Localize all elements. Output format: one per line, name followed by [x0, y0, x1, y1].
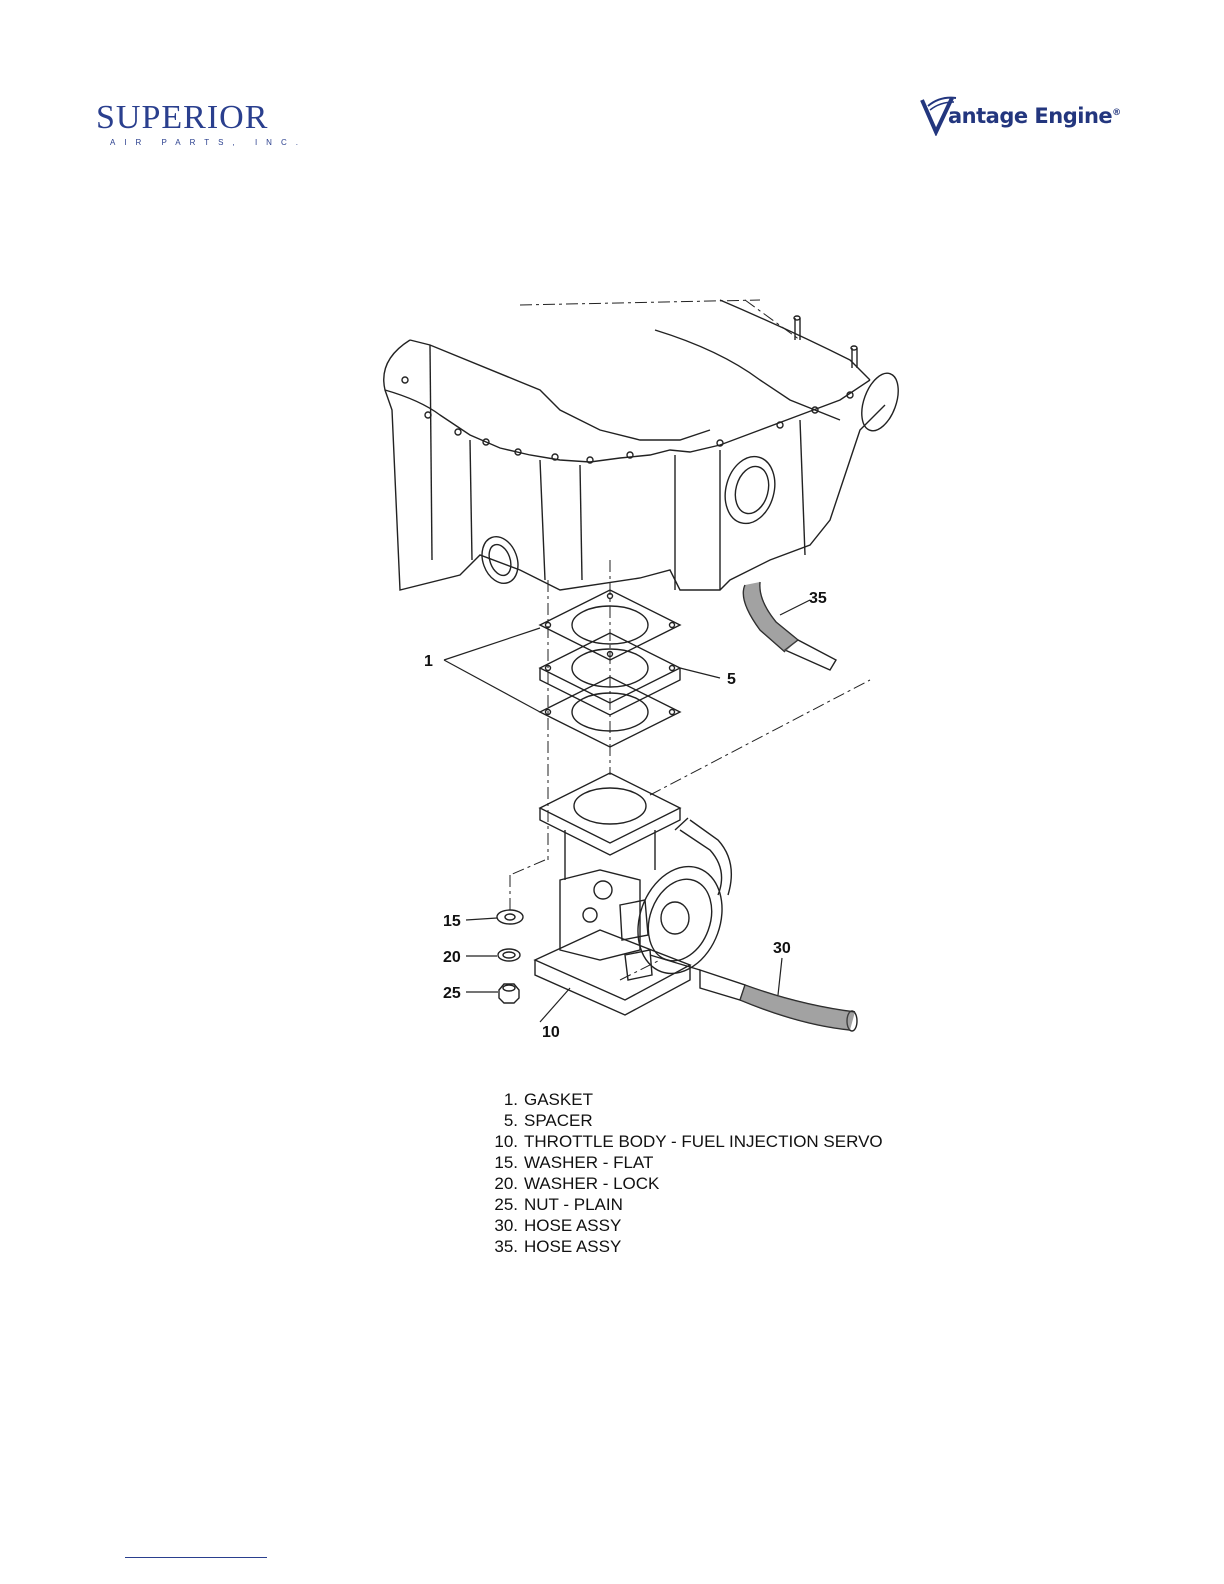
callout-15: 15 [443, 913, 461, 930]
legend-item: 5. SPACER [480, 1110, 940, 1131]
leader-lines [444, 600, 810, 1022]
callout-30: 30 [773, 940, 791, 957]
legend-num: 5. [480, 1110, 518, 1131]
legend-text: HOSE ASSY [524, 1216, 621, 1235]
legend-text: HOSE ASSY [524, 1237, 621, 1256]
callout-5: 5 [727, 671, 736, 688]
legend-item: 25. NUT - PLAIN [480, 1194, 940, 1215]
legend-num: 35. [480, 1236, 518, 1257]
legend-num: 20. [480, 1173, 518, 1194]
legend-num: 25. [480, 1194, 518, 1215]
throttle-body [535, 773, 736, 1015]
legend-item: 1. GASKET [480, 1089, 940, 1110]
oil-sump-housing [384, 300, 906, 590]
callout-10: 10 [542, 1024, 560, 1041]
legend-text: WASHER - FLAT [524, 1153, 653, 1172]
parts-legend: 1. GASKET 5. SPACER 10. THROTTLE BODY - FUE… [480, 1089, 940, 1257]
washer-lock [498, 949, 520, 961]
hose-mesh-shading [740, 582, 855, 1030]
legend-item: 20. WASHER - LOCK [480, 1173, 940, 1194]
legend-item: 30. HOSE ASSY [480, 1215, 940, 1236]
legend-item: 35. HOSE ASSY [480, 1236, 940, 1257]
legend-text: WASHER - LOCK [524, 1174, 659, 1193]
legend-num: 10. [480, 1131, 518, 1152]
footer-rule [125, 1557, 267, 1558]
washer-flat [497, 910, 523, 924]
legend-text: GASKET [524, 1090, 593, 1109]
callout-35: 35 [809, 590, 827, 607]
callout-1: 1 [424, 653, 433, 670]
legend-text: NUT - PLAIN [524, 1195, 623, 1214]
legend-text: THROTTLE BODY - FUEL INJECTION SERVO [524, 1132, 883, 1151]
legend-item: 10. THROTTLE BODY - FUEL INJECTION SERVO [480, 1131, 940, 1152]
callout-25: 25 [443, 985, 461, 1002]
legend-item: 15. WASHER - FLAT [480, 1152, 940, 1173]
legend-num: 1. [480, 1089, 518, 1110]
legend-num: 15. [480, 1152, 518, 1173]
legend-num: 30. [480, 1215, 518, 1236]
callout-20: 20 [443, 949, 461, 966]
nut-plain [499, 984, 519, 1003]
legend-text: SPACER [524, 1111, 593, 1130]
